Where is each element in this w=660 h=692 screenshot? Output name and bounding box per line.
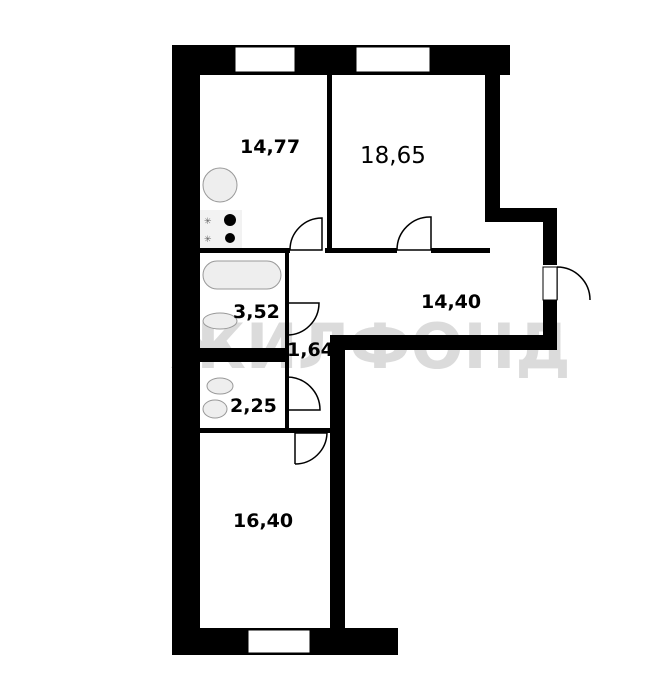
room-area-bathroom: 3,52 (233, 301, 280, 323)
bedroom-right-wall (485, 75, 500, 222)
doors (286, 216, 591, 465)
living-right-wall (330, 335, 345, 655)
washbasin-icon (202, 312, 238, 330)
windows (234, 46, 431, 654)
partition-bath (285, 253, 289, 428)
toilet-icon (206, 377, 234, 395)
wc-sink-icon (202, 399, 228, 419)
partition-horizontal (200, 248, 490, 253)
left-wall (172, 45, 200, 655)
room-labels: 14,77 18,65 14,40 3,52 1,64 2,25 16,40 (230, 136, 481, 532)
partition-bath-wc (200, 348, 285, 362)
walls (172, 45, 557, 655)
door-entrance (556, 266, 591, 301)
stove-icon (200, 210, 242, 248)
partition-kitchen-bedroom (327, 75, 332, 250)
door-bathroom (286, 302, 320, 336)
window (234, 46, 296, 73)
room-area-kitchen: 14,77 (240, 136, 300, 158)
partition-living (200, 428, 330, 433)
sink-icon (202, 167, 238, 203)
svg-text:✳: ✳ (204, 235, 212, 245)
bathtub-icon (202, 260, 282, 290)
room-area-bedroom: 18,65 (360, 143, 426, 169)
fixtures: ✳ ✳ (200, 167, 282, 419)
room-area-living-room: 16,40 (233, 510, 293, 532)
door-toilet (286, 376, 321, 411)
window (355, 46, 431, 73)
window (247, 629, 311, 654)
room-area-corridor: 1,64 (287, 339, 334, 361)
door-living (294, 432, 328, 465)
room-area-hallway: 14,40 (421, 291, 481, 313)
top-wall (172, 45, 510, 75)
svg-text:✳: ✳ (204, 217, 212, 227)
hall-bottom-wall (330, 335, 557, 350)
door-kitchen (289, 217, 323, 251)
door-bedroom (396, 216, 432, 251)
step-wall (485, 208, 557, 222)
room-area-toilet: 2,25 (230, 395, 277, 417)
